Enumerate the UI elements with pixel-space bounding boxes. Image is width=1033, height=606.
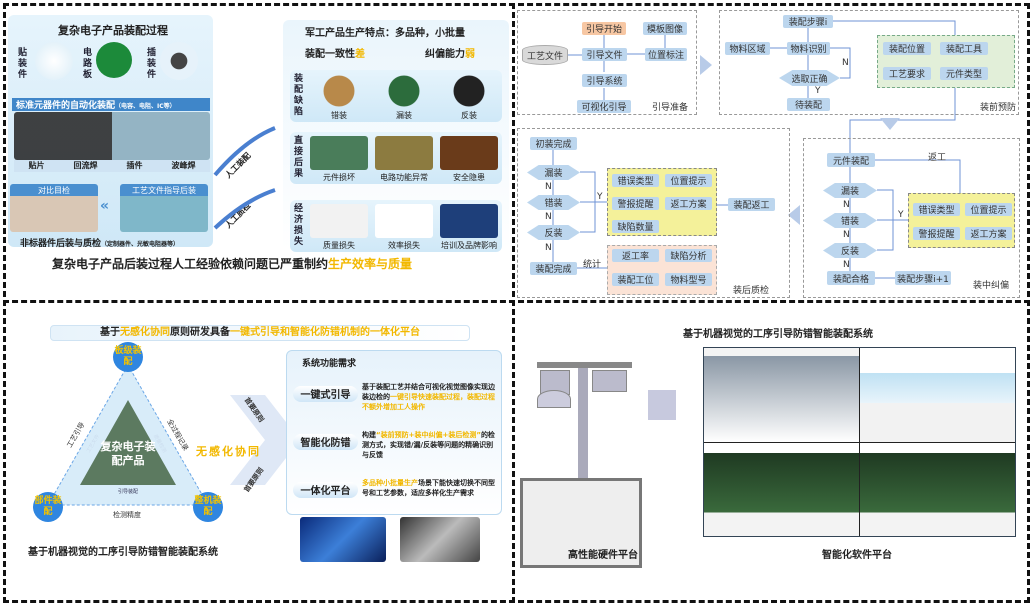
board-level-node: 板级装配	[113, 342, 143, 372]
outer-frame	[3, 3, 1030, 603]
req-desc: 多品种小批量生产场景下能快速切换不同型号和工艺参数，适应多样化生产需求	[362, 479, 495, 497]
tm-item-image	[440, 74, 498, 108]
auto-steps: 贴片回流焊插件波峰焊	[14, 160, 210, 172]
triangle-diagram	[47, 363, 300, 506]
material-area-node: 物料区域	[725, 42, 770, 55]
component-level-node: 部件装配	[33, 492, 63, 522]
rework-node: 装配返工	[728, 198, 775, 211]
divider-vertical	[512, 3, 515, 603]
automation-band: 标准元器件的自动化装配（电容、电阻、IC等）	[12, 98, 210, 111]
nonstd-label: 非标器件后装与质检（定制器件、光敏电阻器等）	[20, 239, 180, 249]
software-caption: 智能化软件平台	[822, 550, 892, 561]
divider-horizontal	[3, 300, 1030, 303]
consistency-label: 装配一致性差	[305, 49, 365, 60]
post-inspection-panel	[517, 128, 790, 298]
template-image-node: 模板图像	[643, 22, 687, 35]
photo-gray	[400, 517, 480, 562]
machine-level-node: 整机装配	[193, 492, 223, 522]
pre-prevention-panel	[719, 10, 1019, 115]
tm-item-image	[310, 204, 368, 238]
guide-prep-panel	[517, 10, 697, 115]
tm-item-image	[375, 74, 433, 108]
requirements-title: 系统功能需求	[302, 359, 357, 369]
correction-label: 纠偏能力弱	[425, 49, 475, 60]
platform-title: 基于无感化协同原则研发具备一键式引导和智能化防错机制的一体化平台	[50, 325, 470, 341]
tm-item-image	[375, 136, 433, 170]
photo-blue	[300, 517, 386, 562]
material-recog-node: 物料识别	[787, 42, 830, 55]
br-title: 基于机器视觉的工序引导防错智能装配系统	[683, 329, 873, 340]
guide-system-node: 引导系统	[582, 74, 627, 87]
tm-item-image	[440, 136, 498, 170]
mid-correction-panel	[803, 138, 1020, 298]
req-desc: 构建“装前预防+装中纠偏+装后检测”的检测方式，实现错/漏/反装等问题的精确识别…	[362, 431, 495, 459]
tm-item-image	[440, 204, 498, 238]
wait-assembly-node: 待装配	[787, 98, 830, 111]
tm-item-image	[310, 74, 368, 108]
guide-start-node: 引导开始	[582, 22, 626, 35]
req-name: 一体化平台	[293, 482, 358, 498]
curved-arrows	[213, 126, 276, 230]
select-correct-decision: 选取正确	[779, 70, 840, 86]
seamless-arrow-label: 无感化协同	[196, 445, 261, 458]
conclusion: 复杂电子产品后装过程人工经验依赖问题已严重制约生产效率与质量	[52, 257, 413, 271]
step-i-node: 装配步骤i	[783, 15, 833, 28]
visual-check-image	[10, 184, 98, 232]
req-desc: 基于装配工艺并结合可视化视觉图像实现边装边检的一键引导快速装配过程，装配过程不额…	[362, 383, 495, 411]
dip-image	[160, 42, 198, 80]
hardware-caption: 高性能硬件平台	[568, 550, 638, 561]
requirements-card	[286, 350, 502, 515]
bl-caption: 基于机器视觉的工序引导防错智能装配系统	[28, 547, 218, 558]
pcb-image	[96, 42, 132, 78]
software-screens	[703, 347, 1016, 537]
tm-item-image	[375, 204, 433, 238]
smd-image	[35, 42, 73, 80]
chevron-left-icon: «	[100, 198, 110, 214]
req-name: 智能化防错	[293, 434, 358, 450]
assembly-process-title: 复杂电子产品装配过程	[58, 24, 168, 37]
center-product: 复杂电子装配产品	[100, 440, 156, 467]
tm-item-image	[310, 136, 368, 170]
component-assembly-node: 元件装配	[827, 153, 875, 167]
assembly-done-node: 装配完成	[530, 262, 577, 275]
position-mark-node: 位置标注	[645, 48, 687, 61]
military-title: 军工产品生产特点：多品种，小批量	[305, 28, 465, 39]
req-name: 一键式引导	[293, 386, 358, 402]
assembly-pass-node: 装配合格	[827, 271, 875, 285]
process-file-db: 工艺文件	[522, 45, 568, 65]
guided-assembly-image	[120, 184, 208, 232]
initial-done-node: 初装完成	[530, 137, 577, 150]
guide-file-node: 引导文件	[582, 48, 627, 61]
visual-guide-node: 可视化引导	[577, 100, 631, 113]
smt-line-image	[14, 112, 210, 160]
next-step-node: 装配步骤i+1	[895, 271, 951, 285]
